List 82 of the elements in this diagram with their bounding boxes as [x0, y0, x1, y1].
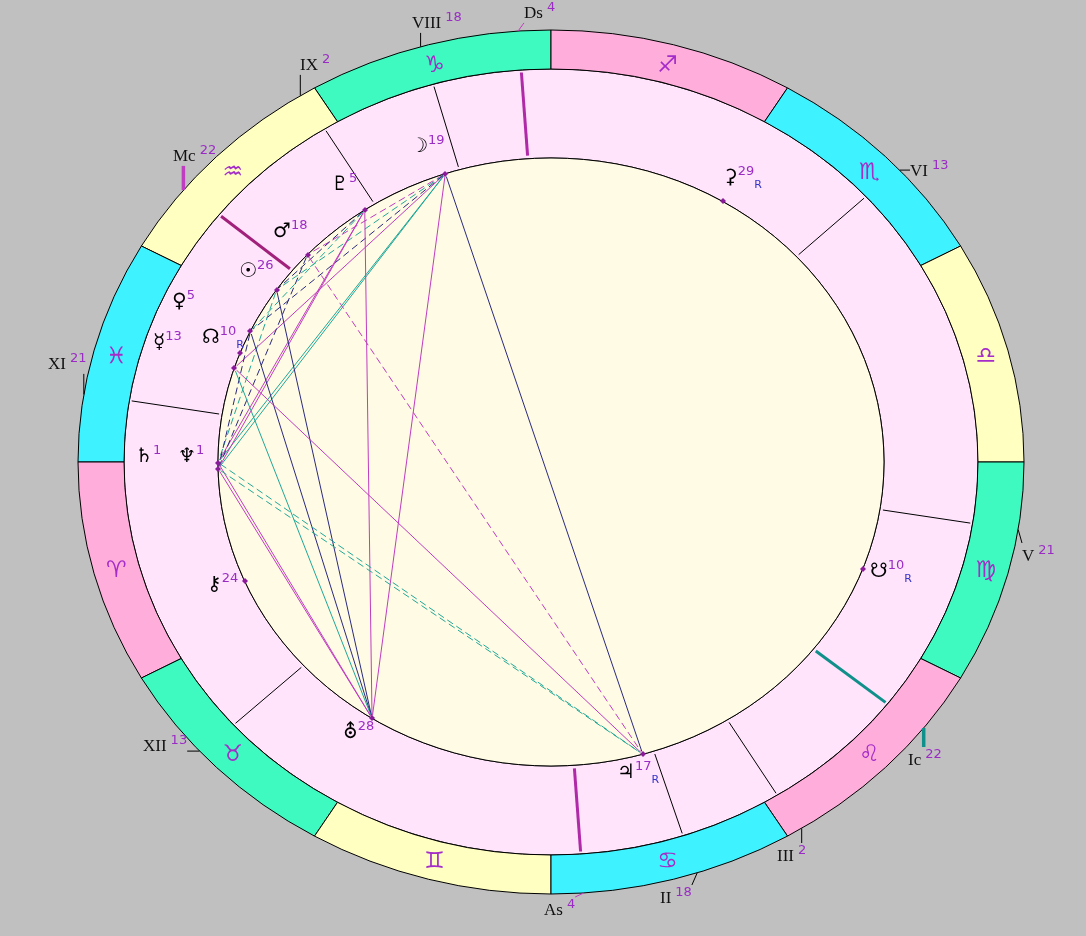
planet-label: ♂$^{18}$: [273, 218, 308, 243]
planet-label: ♄$^{1}$: [135, 443, 162, 468]
house-cusp-label: VI$^{13}$: [910, 158, 949, 181]
aspect-line: [372, 176, 446, 716]
house-cusp-label: II$^{18}$: [660, 885, 692, 908]
zodiac-band: [551, 30, 788, 122]
aspect-line: [252, 211, 364, 330]
house-cusp-label: Ic$^{22}$: [908, 747, 942, 770]
position-marker-icon: [639, 751, 646, 758]
house-cusp-label: Ds$^{4}$: [524, 0, 556, 23]
leader-line: [574, 892, 585, 898]
position-marker-icon: [304, 251, 311, 258]
house-cusp-label: VIII$^{18}$: [412, 10, 462, 33]
leader-line: [181, 165, 186, 191]
position-marker-icon: [237, 350, 244, 357]
position-marker-icon: [231, 365, 238, 372]
zodiac-sign-symbol: ♉: [222, 741, 244, 765]
house-cusp-label: V$^{21}$: [1022, 543, 1055, 566]
zodiac-sign-symbol: ♈: [106, 557, 127, 581]
house-cusp-label: XII$^{13}$: [143, 733, 188, 756]
aspect-line: [276, 292, 372, 716]
position-marker-icon: [369, 715, 376, 722]
leader-line: [299, 74, 301, 97]
leader-line: [921, 728, 926, 747]
leader-line: [899, 169, 911, 171]
house-cusp-label: As$^{4}$: [544, 897, 576, 920]
zodiac-band: [141, 658, 338, 837]
planet-label: ☽$^{19}$: [410, 133, 445, 158]
zodiac-sign-symbol: ♋: [657, 848, 678, 872]
aspect-line: [250, 333, 372, 716]
house-cusp-label: IX$^{2}$: [300, 52, 331, 75]
zodiac-band: [314, 802, 551, 894]
position-marker-icon: [273, 286, 280, 293]
zodiac-band: [920, 246, 1024, 463]
house-cusp-label: Mc$^{22}$: [173, 143, 217, 166]
position-marker-icon: [859, 565, 866, 572]
aspect-line: [278, 211, 364, 289]
aspect-line: [364, 212, 373, 716]
house-cusp-label: III$^{2}$: [777, 843, 807, 866]
planet-label: ♆$^{1}$: [178, 443, 205, 468]
zodiac-sign-symbol: ♌: [858, 741, 880, 765]
zodiac-band: [764, 658, 961, 837]
zodiac-sign-symbol: ♓: [106, 343, 127, 367]
leader-line: [420, 32, 422, 48]
zodiac-sign-symbol: ♎: [975, 343, 996, 367]
zodiac-band: [764, 87, 961, 266]
planet-label: ☉$^{26}$: [239, 258, 274, 283]
leader-line: [83, 373, 85, 395]
leader-line: [691, 872, 698, 886]
aspect-line: [445, 176, 643, 752]
zodiac-band: [920, 462, 1024, 679]
position-marker-icon: [247, 328, 254, 335]
aspect-line: [234, 370, 372, 717]
house-cusp-label: XI$^{21}$: [48, 351, 87, 374]
zodiac-sign-symbol: ♍: [975, 557, 996, 581]
zodiac-sign-symbol: ♊: [424, 848, 445, 872]
zodiac-sign-symbol: ♒: [222, 159, 244, 183]
position-marker-icon: [215, 465, 222, 472]
aspect-line: [252, 175, 444, 330]
leader-line: [801, 827, 803, 844]
zodiac-sign-symbol: ♐: [657, 52, 678, 76]
planet-label: ☿$^{13}$: [153, 329, 182, 354]
zodiac-band: [78, 461, 182, 678]
leader-line: [1017, 529, 1023, 544]
position-marker-icon: [215, 459, 221, 466]
planet-label: ⛢$^{28}$: [343, 719, 375, 744]
aspect-line: [278, 174, 444, 289]
position-marker-icon: [241, 577, 248, 584]
planet-label: ⚷$^{24}$: [207, 571, 239, 596]
aspect-line: [236, 175, 444, 367]
leader-line: [517, 22, 525, 32]
aspect-line: [236, 369, 642, 753]
aspect-line: [308, 256, 642, 753]
position-marker-icon: [442, 170, 449, 177]
zodiac-sign-symbol: ♑: [424, 52, 445, 76]
position-marker-icon: [719, 198, 726, 205]
leader-line: [186, 750, 200, 752]
planet-label: ♇$^{5}$: [331, 171, 358, 196]
position-marker-icon: [361, 207, 368, 213]
planet-label: ♀$^{5}$: [172, 288, 195, 313]
aspect-line: [218, 292, 277, 461]
zodiac-sign-symbol: ♏: [858, 159, 880, 183]
